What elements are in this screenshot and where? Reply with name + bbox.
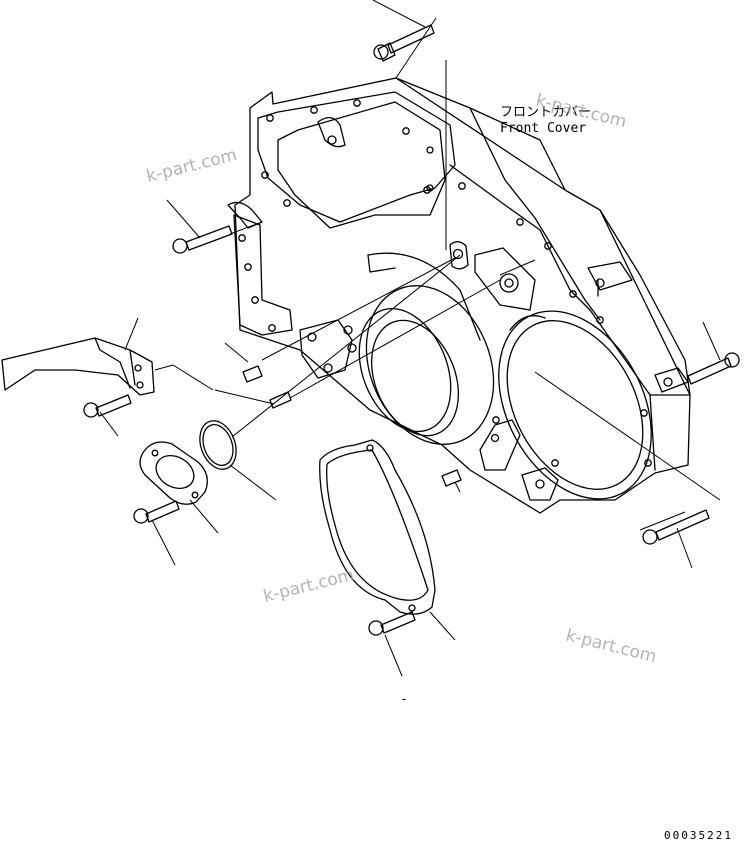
bolt-lower-right	[642, 509, 710, 569]
bracket	[1, 317, 214, 396]
bolt-top	[372, 0, 435, 62]
bolt-right	[687, 321, 740, 385]
drawing-code: 00035221	[664, 829, 733, 842]
front-cover-label-jp: フロントカバー	[500, 105, 591, 120]
o-ring	[199, 420, 277, 501]
cover-plate	[139, 441, 219, 534]
dowel-pin-3	[441, 469, 462, 493]
dot-mark: -	[400, 692, 408, 707]
bolt-upper-left	[166, 199, 233, 254]
bolt-left-bracket	[83, 394, 132, 437]
large-gasket	[319, 439, 456, 641]
bolt-lower-left	[133, 500, 180, 566]
front-cover-housing	[233, 77, 691, 514]
watermark: k-part.com	[144, 145, 239, 187]
watermark: k-part.com	[564, 625, 659, 667]
watermark: k-part.com	[261, 565, 356, 607]
assembly-lines	[229, 17, 721, 531]
dowel-pin-1	[224, 342, 263, 383]
bolt-bottom	[368, 611, 416, 677]
front-cover-label-en: Front Cover	[500, 121, 586, 136]
